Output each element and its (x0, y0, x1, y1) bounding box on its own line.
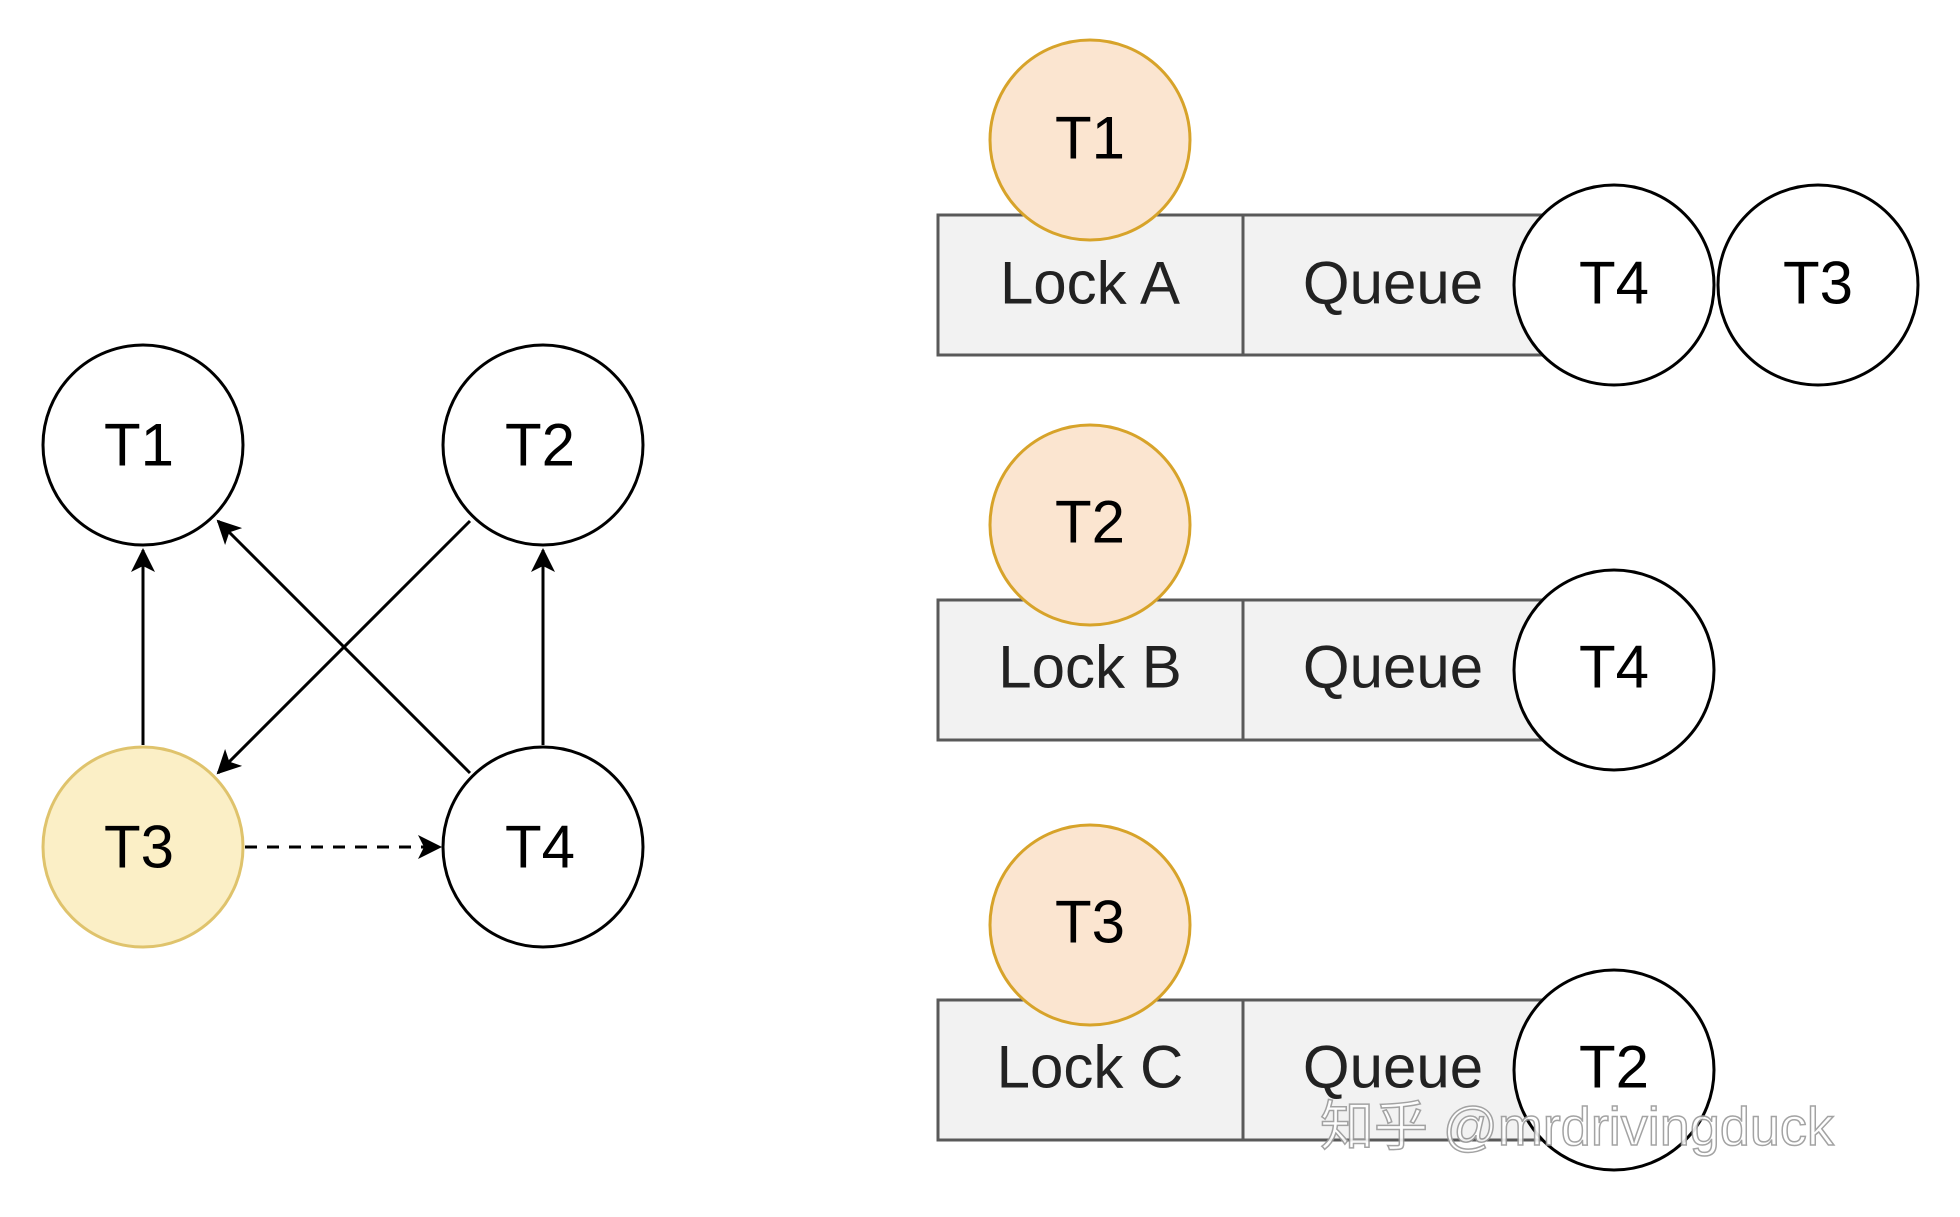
lock-holder: T3 (988, 823, 1192, 1027)
lock-a: Lock A Queue T1 T4 T3 (936, 38, 1920, 387)
holder-label: T3 (1055, 889, 1125, 956)
wait-for-graph: T1 T2 T3 T4 (41, 343, 645, 949)
graph-node-label: T4 (505, 814, 575, 881)
graph-node-t4: T4 (441, 745, 645, 949)
queued-thread-label: T4 (1579, 634, 1649, 701)
queue-label: Queue (1303, 634, 1483, 701)
lock-holder: T2 (988, 423, 1192, 627)
lock-name: Lock C (997, 1034, 1184, 1101)
holder-label: T2 (1055, 489, 1125, 556)
queue-cell (1241, 998, 1550, 1142)
queued-thread-label: T2 (1579, 1034, 1649, 1101)
holder-label: T1 (1055, 105, 1125, 172)
graph-node-t3: T3 (41, 745, 245, 949)
queued-thread: T3 (1716, 183, 1920, 387)
lock-name: Lock B (998, 634, 1181, 701)
queue-cell (1241, 213, 1550, 357)
edge-t2-to-t3 (216, 519, 472, 775)
queued-thread: T4 (1512, 183, 1716, 387)
queued-thread-label: T4 (1579, 250, 1649, 317)
graph-node-t2: T2 (441, 343, 645, 547)
lock-c: Lock C Queue T3 T2 (936, 823, 1716, 1172)
lock-name-cell (936, 598, 1245, 742)
lock-holder: T1 (988, 38, 1192, 242)
queued-thread: T4 (1512, 568, 1716, 772)
graph-edges (131, 519, 555, 859)
queued-thread: T2 (1512, 968, 1716, 1172)
graph-node-t1: T1 (41, 343, 245, 547)
queue-cell (1241, 598, 1550, 742)
queued-thread-label: T3 (1783, 250, 1853, 317)
graph-node-label: T3 (104, 814, 174, 881)
graph-node-label: T2 (505, 412, 575, 479)
queue-label: Queue (1303, 250, 1483, 317)
lock-name: Lock A (1000, 250, 1180, 317)
lock-b: Lock B Queue T2 T4 (936, 423, 1716, 772)
watermark: 知乎 @mrdrivingduck (1320, 1097, 1835, 1157)
queue-label: Queue (1303, 1034, 1483, 1101)
graph-node-label: T1 (104, 412, 174, 479)
